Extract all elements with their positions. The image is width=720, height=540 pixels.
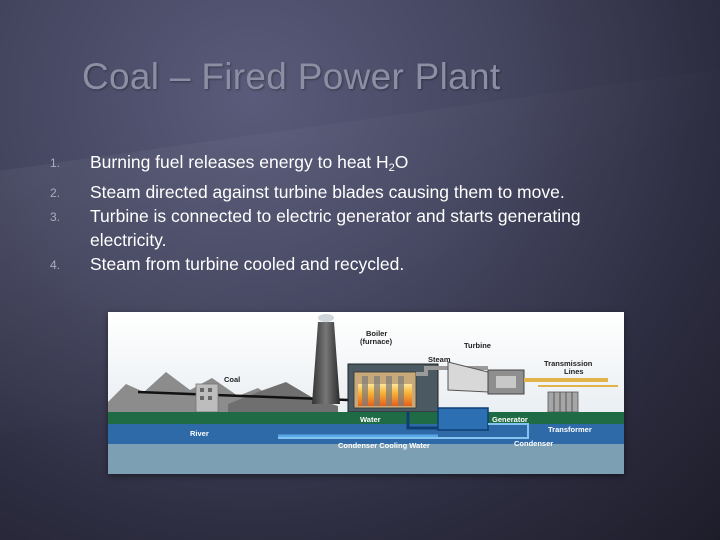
bullet-number: 2. — [50, 186, 61, 200]
label-water: Water — [360, 415, 381, 424]
label-lines: Lines — [564, 367, 584, 376]
cooling-water-return — [278, 423, 529, 439]
label-condenser-cooling-water: Condenser Cooling Water — [338, 441, 430, 450]
transformer — [547, 391, 579, 413]
power-plant-diagram: Boiler (furnace) Turbine Steam Transmiss… — [108, 312, 624, 474]
bullet-text-part: O — [394, 152, 409, 172]
boiler-tube — [374, 376, 380, 406]
label-transformer: Transformer — [548, 425, 592, 434]
bullet-item: 1. Burning fuel releases energy to heat … — [0, 150, 720, 180]
label-boiler: Boiler — [366, 329, 387, 338]
slide-title: Coal – Fired Power Plant — [82, 56, 501, 97]
boiler-tube — [386, 376, 392, 406]
bullet-text: Turbine is connected to electric generat… — [90, 206, 581, 250]
boiler-tube — [362, 376, 368, 406]
building-window — [208, 396, 212, 400]
diagram-svg: Boiler (furnace) Turbine Steam Transmiss… — [108, 312, 624, 474]
bullet-text-part: Burning fuel releases energy to heat H — [90, 152, 389, 172]
bullet-item: 3. Turbine is connected to electric gene… — [0, 204, 720, 252]
water-return-pipe — [406, 412, 438, 430]
label-generator: Generator — [492, 415, 528, 424]
building-window — [200, 388, 204, 392]
boiler-tube — [398, 376, 404, 406]
lower-water-band — [108, 444, 624, 474]
label-turbine: Turbine — [464, 341, 491, 350]
bullet-text: Burning fuel releases energy to heat H2O — [90, 150, 720, 180]
smoke-plume — [318, 314, 334, 322]
label-condenser: Condenser — [514, 439, 553, 448]
bullet-list: 1. Burning fuel releases energy to heat … — [0, 150, 720, 276]
label-transmission: Transmission — [544, 359, 593, 368]
bullet-item: 4. Steam from turbine cooled and recycle… — [0, 252, 720, 276]
bullet-number: 3. — [50, 210, 61, 224]
smoke-stack — [312, 322, 340, 404]
generator-core — [496, 376, 516, 388]
label-steam: Steam — [428, 355, 451, 364]
bullet-item: 2. Steam directed against turbine blades… — [0, 180, 720, 204]
coal-building — [195, 383, 219, 413]
bullet-number: 4. — [50, 258, 61, 272]
ground-band — [108, 412, 624, 424]
subscript: 2 — [388, 162, 395, 174]
building-window — [200, 396, 204, 400]
label-coal: Coal — [224, 375, 240, 384]
label-river: River — [190, 429, 209, 438]
condenser — [437, 407, 489, 431]
bullet-number: 1. — [50, 156, 61, 170]
label-furnace: (furnace) — [360, 337, 393, 346]
bullet-text: Steam directed against turbine blades ca… — [90, 182, 565, 202]
building-window — [208, 388, 212, 392]
bullet-text: Steam from turbine cooled and recycled. — [90, 254, 405, 274]
